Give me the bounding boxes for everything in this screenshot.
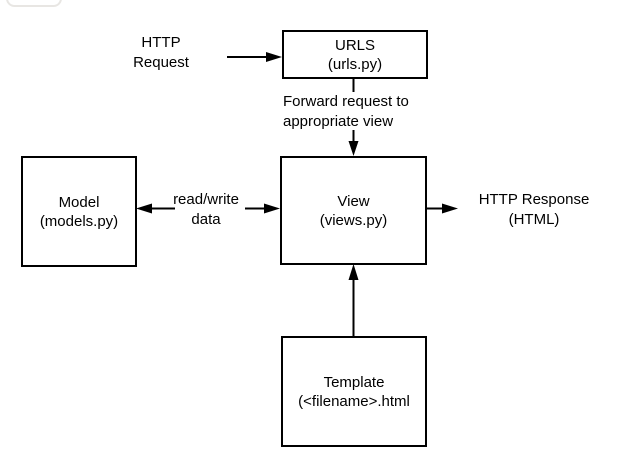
arrow-forward-request-to-view — [348, 130, 359, 156]
urls-box: URLS (urls.py) — [282, 30, 428, 79]
template-box: Template (<filename>.html — [281, 336, 427, 447]
urls-box-filename: (urls.py) — [327, 55, 383, 73]
read-write-data-label-line1: read/write — [173, 191, 239, 208]
arrow-view-to-http-response — [427, 203, 458, 214]
arrow-readwrite-to-model — [136, 203, 175, 214]
view-box-title: View — [337, 192, 370, 210]
template-box-title: Template — [323, 373, 385, 391]
forward-request-label-line1: Forward request to — [283, 93, 409, 110]
http-response-label-line2: (HTML) — [508, 211, 560, 228]
http-request-label-line1: HTTP — [141, 34, 181, 51]
model-box: Model (models.py) — [21, 156, 137, 267]
model-box-title: Model — [58, 193, 100, 211]
urls-box-title: URLS — [334, 36, 375, 54]
http-response-label: HTTP Response (HTML) — [464, 190, 604, 230]
model-box-filename: (models.py) — [39, 212, 119, 230]
forward-request-label: Forward request to appropriate view — [283, 92, 463, 132]
http-request-label-line2: Request — [133, 54, 189, 71]
arrow-template-to-view — [348, 264, 359, 336]
http-response-label-line1: HTTP Response — [478, 191, 590, 208]
template-box-filename: (<filename>.html — [298, 392, 410, 410]
read-write-data-label: read/write data — [156, 190, 256, 230]
http-request-label: HTTP Request — [111, 33, 211, 73]
arrow-http-request-to-urls — [227, 52, 282, 62]
view-box: View (views.py) — [280, 156, 427, 265]
arrow-readwrite-to-view — [245, 203, 280, 214]
view-box-filename: (views.py) — [319, 211, 388, 229]
forward-request-label-line2: appropriate view — [283, 113, 394, 130]
read-write-data-label-line2: data — [191, 211, 221, 228]
